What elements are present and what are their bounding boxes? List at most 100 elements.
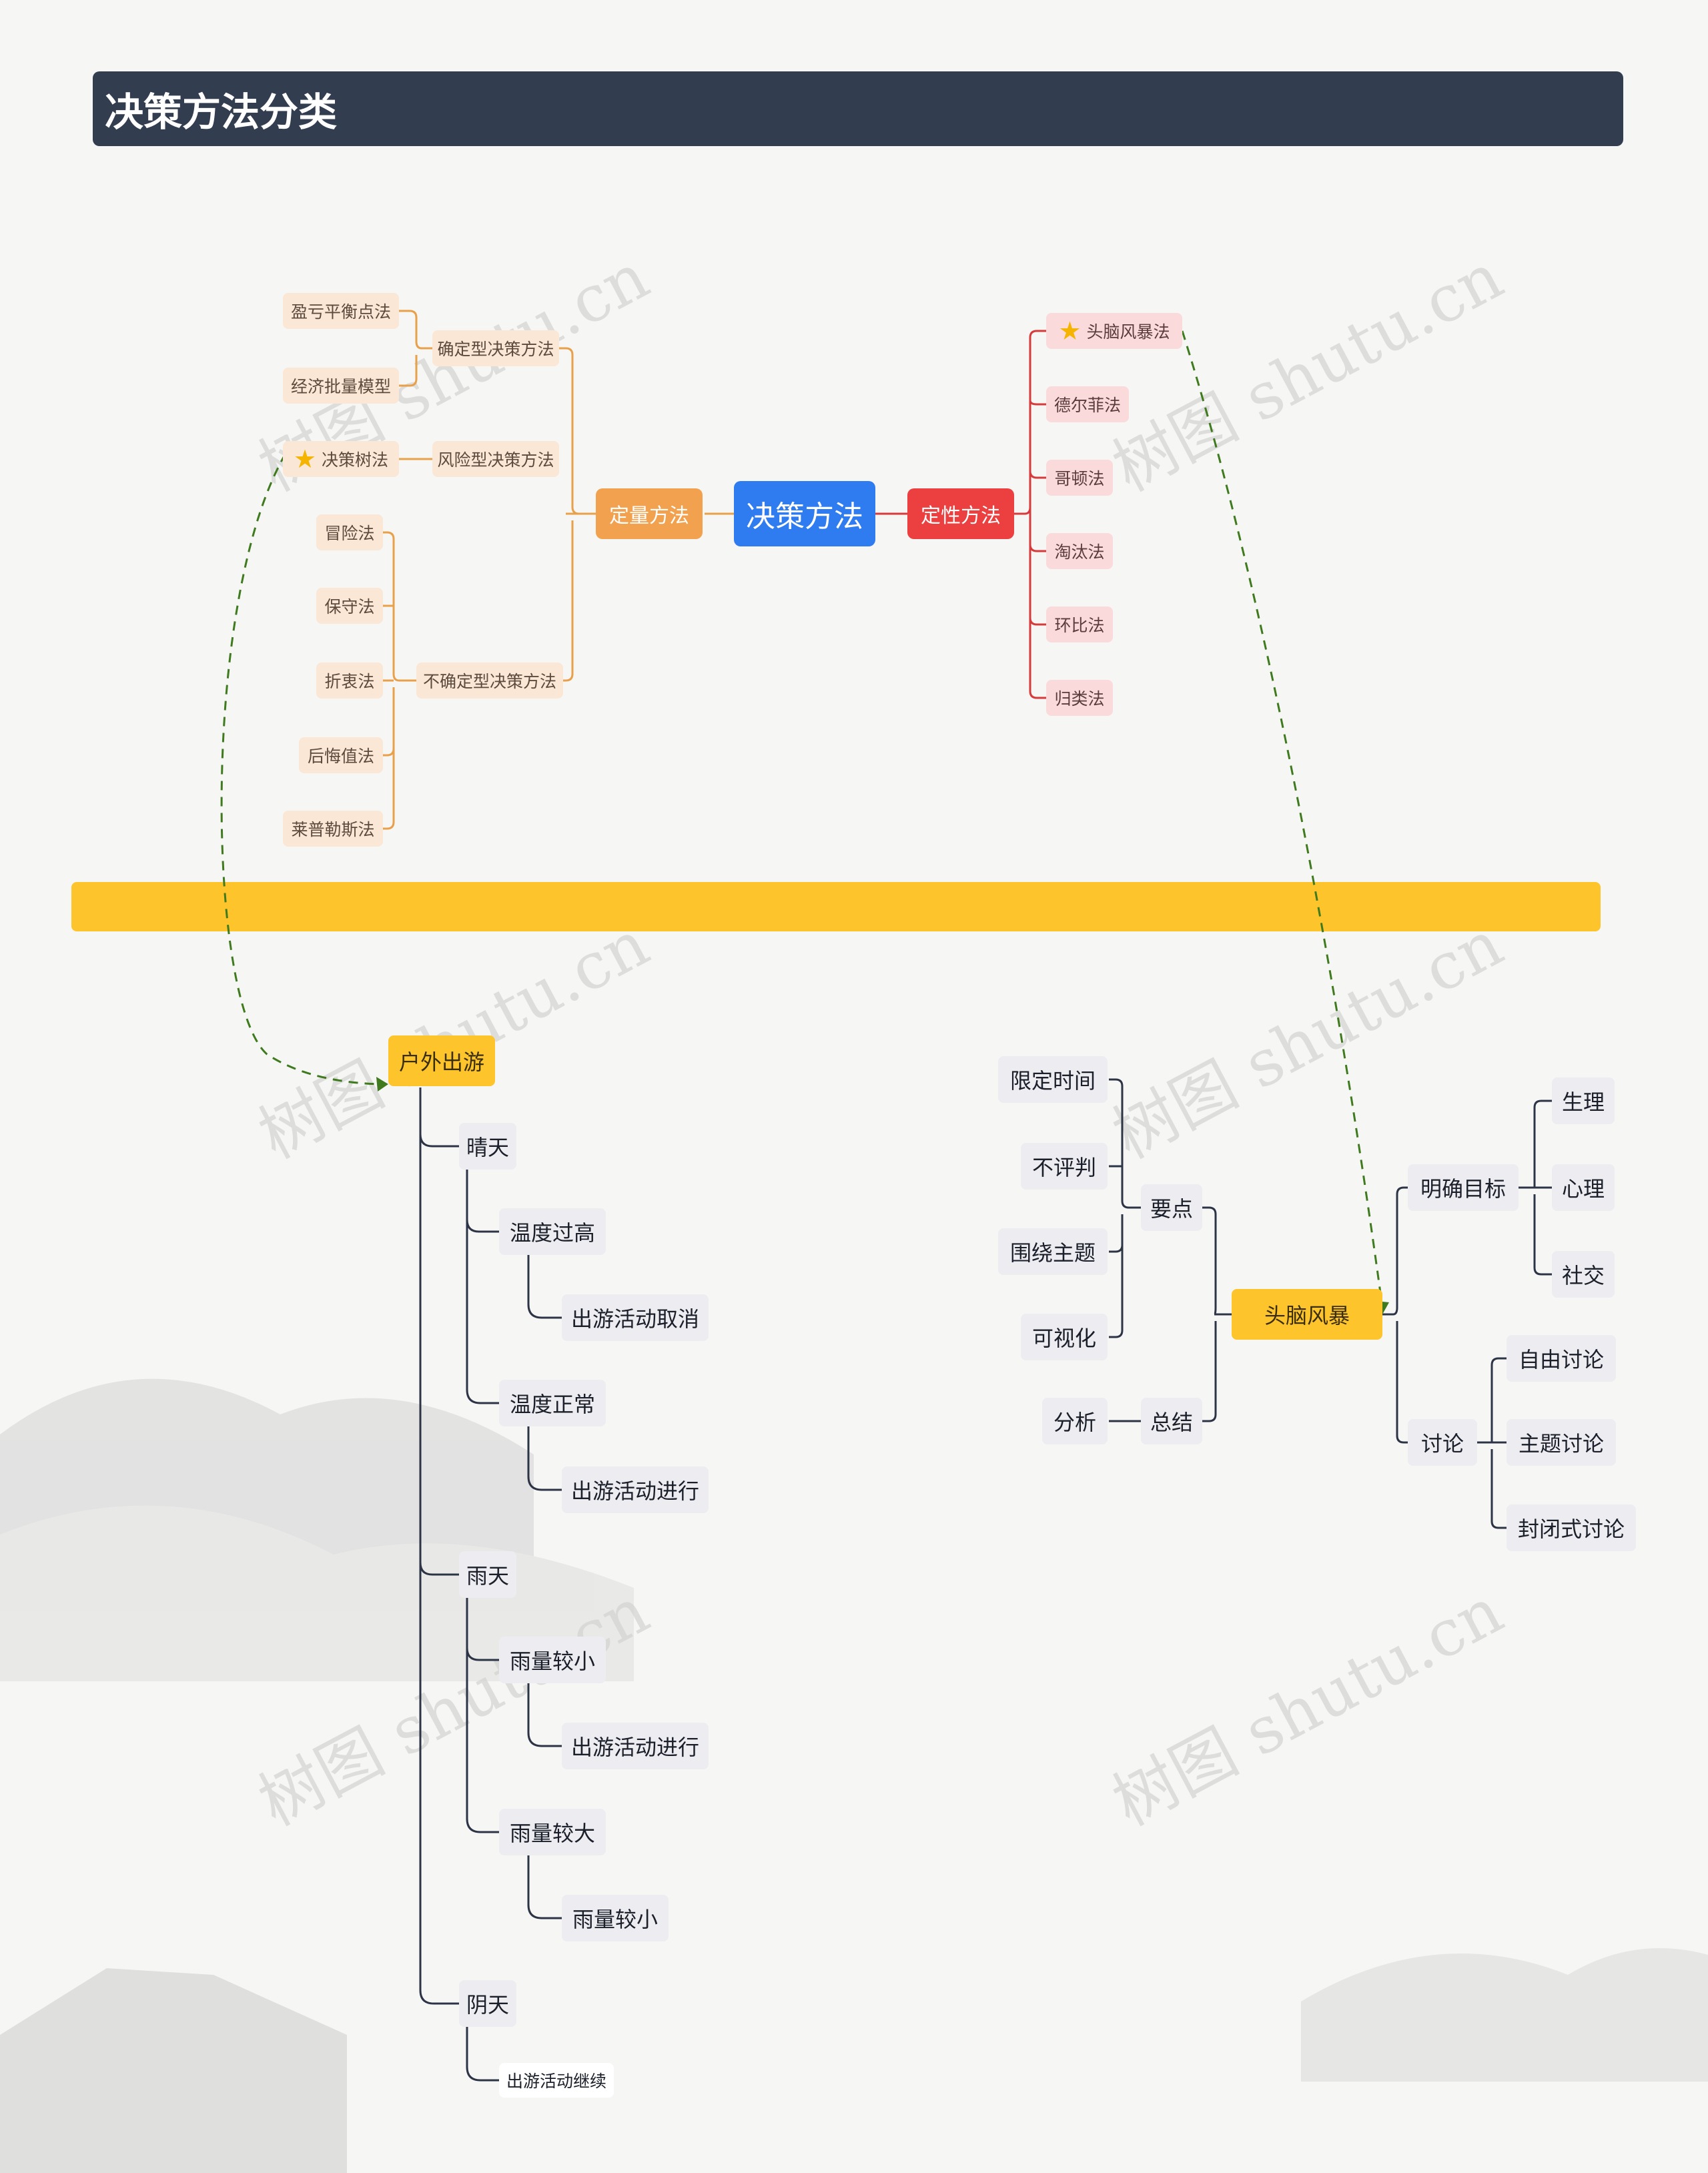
node-label: 出游活动进行 bbox=[571, 1478, 700, 1504]
node-label: 温度过高 bbox=[510, 1220, 596, 1246]
quant-branch-label: 定量方法 bbox=[609, 504, 689, 528]
leaf-node[interactable]: 社交 bbox=[1552, 1251, 1615, 1298]
group-node-uncertain[interactable]: 不确定型决策方法 bbox=[416, 663, 563, 699]
node-label: 出游活动继续 bbox=[506, 2072, 607, 2091]
leaf-node[interactable]: 封闭式讨论 bbox=[1507, 1504, 1636, 1551]
condition-node[interactable]: 雨量较小 bbox=[499, 1637, 606, 1683]
leaf-node[interactable]: 后悔值法 bbox=[299, 737, 383, 773]
leaf-node[interactable]: 限定时间 bbox=[998, 1056, 1108, 1103]
leaf-label: 盈亏平衡点法 bbox=[291, 302, 392, 322]
node-label: 雨量较大 bbox=[510, 1821, 596, 1846]
star-icon: ★ bbox=[293, 444, 317, 474]
outdoor-root-node[interactable]: 户外出游 bbox=[388, 1035, 495, 1086]
leaf-label: 莱普勒斯法 bbox=[291, 820, 375, 839]
leaf-node[interactable]: 经济批量模型 bbox=[283, 368, 399, 404]
brainstorm-tree-lines bbox=[1109, 1078, 1552, 1529]
leaf-node[interactable]: 心理 bbox=[1552, 1164, 1615, 1211]
star-icon: ★ bbox=[1058, 316, 1082, 346]
center-node-label: 决策方法 bbox=[746, 500, 863, 534]
outcome-node[interactable]: 出游活动取消 bbox=[562, 1294, 709, 1341]
node-label: 雨量较小 bbox=[572, 1907, 659, 1932]
leaf-node[interactable]: 主题讨论 bbox=[1507, 1419, 1616, 1466]
weather-node-rainy[interactable]: 雨天 bbox=[459, 1551, 516, 1598]
leaf-node[interactable]: 莱普勒斯法 bbox=[283, 811, 383, 847]
leaf-label: 德尔菲法 bbox=[1054, 396, 1122, 415]
quant-branch-lines bbox=[382, 310, 596, 830]
group-node-risk[interactable]: 风险型决策方法 bbox=[432, 441, 559, 477]
node-label: 围绕主题 bbox=[1009, 1240, 1096, 1266]
quant-branch-node[interactable]: 定量方法 bbox=[596, 488, 703, 539]
brainstorm-root-node[interactable]: 头脑风暴 bbox=[1232, 1289, 1382, 1340]
leaf-node[interactable]: 分析 bbox=[1042, 1398, 1108, 1444]
section-divider bbox=[71, 882, 1601, 931]
condition-node[interactable]: 温度正常 bbox=[499, 1380, 606, 1426]
leaf-label: 头脑风暴法 bbox=[1086, 322, 1170, 342]
branch-node-discussion[interactable]: 讨论 bbox=[1408, 1419, 1477, 1466]
qual-branch-lines bbox=[1014, 330, 1046, 699]
node-label: 主题讨论 bbox=[1518, 1431, 1604, 1456]
leaf-label: 环比法 bbox=[1054, 616, 1105, 635]
qual-branch-node[interactable]: 定性方法 bbox=[907, 488, 1014, 539]
leaf-node[interactable]: 归类法 bbox=[1046, 680, 1113, 716]
outcome-node[interactable]: 雨量较小 bbox=[562, 1895, 669, 1941]
leaf-label: 归类法 bbox=[1054, 689, 1105, 709]
node-label: 社交 bbox=[1562, 1263, 1605, 1288]
root-label: 户外出游 bbox=[399, 1049, 485, 1075]
group-node-deterministic[interactable]: 确定型决策方法 bbox=[432, 330, 559, 366]
node-label: 限定时间 bbox=[1009, 1068, 1096, 1094]
branch-node-goal[interactable]: 明确目标 bbox=[1408, 1164, 1519, 1211]
leaf-label: 冒险法 bbox=[324, 524, 375, 543]
leaf-node[interactable]: 盈亏平衡点法 bbox=[283, 293, 399, 329]
leaf-node[interactable]: 围绕主题 bbox=[998, 1228, 1108, 1275]
group-label: 确定型决策方法 bbox=[437, 340, 554, 359]
branch-node-keypoints[interactable]: 要点 bbox=[1141, 1184, 1202, 1231]
leaf-node-brainstorm[interactable]: ★ 头脑风暴法 bbox=[1046, 313, 1182, 349]
node-label: 分析 bbox=[1053, 1410, 1096, 1435]
node-label: 出游活动进行 bbox=[571, 1735, 700, 1760]
leaf-node[interactable]: 环比法 bbox=[1046, 606, 1113, 642]
leaf-node[interactable]: 生理 bbox=[1552, 1077, 1615, 1124]
leaf-label: 经济批量模型 bbox=[291, 377, 392, 396]
group-label: 不确定型决策方法 bbox=[423, 672, 557, 691]
leaf-node[interactable]: 冒险法 bbox=[316, 514, 383, 550]
node-label: 封闭式讨论 bbox=[1517, 1516, 1625, 1542]
dashed-arrowhead bbox=[376, 1077, 388, 1092]
leaf-label: 决策树法 bbox=[322, 450, 389, 470]
node-label: 不评判 bbox=[1031, 1155, 1096, 1180]
node-label: 出游活动取消 bbox=[571, 1306, 700, 1332]
node-label: 晴天 bbox=[466, 1135, 510, 1160]
condition-node[interactable]: 温度过高 bbox=[499, 1208, 606, 1255]
node-label: 心理 bbox=[1562, 1176, 1605, 1202]
dashed-links bbox=[220, 330, 1384, 1308]
leaf-node[interactable]: 保守法 bbox=[316, 588, 383, 624]
leaf-node[interactable]: 可视化 bbox=[1021, 1314, 1108, 1360]
outcome-node[interactable]: 出游活动继续 bbox=[499, 2063, 614, 2098]
node-label: 总结 bbox=[1150, 1410, 1194, 1435]
outcome-node[interactable]: 出游活动进行 bbox=[562, 1466, 709, 1513]
leaf-node[interactable]: 德尔菲法 bbox=[1046, 386, 1129, 422]
weather-node-cloudy[interactable]: 阴天 bbox=[459, 1980, 516, 2027]
node-label: 讨论 bbox=[1420, 1431, 1464, 1456]
condition-node[interactable]: 雨量较大 bbox=[499, 1809, 606, 1855]
node-label: 雨天 bbox=[466, 1563, 510, 1589]
branch-node-summary[interactable]: 总结 bbox=[1141, 1398, 1202, 1444]
leaf-node[interactable]: 折衷法 bbox=[316, 663, 383, 699]
leaf-node-decision-tree[interactable]: ★ 决策树法 bbox=[283, 441, 399, 477]
outcome-node[interactable]: 出游活动进行 bbox=[562, 1723, 709, 1769]
leaf-node[interactable]: 不评判 bbox=[1021, 1143, 1108, 1190]
page-title: 决策方法分类 bbox=[105, 89, 338, 135]
leaf-label: 后悔值法 bbox=[307, 747, 374, 766]
node-label: 温度正常 bbox=[510, 1392, 596, 1417]
leaf-node[interactable]: 自由讨论 bbox=[1507, 1335, 1616, 1382]
center-node[interactable]: 决策方法 bbox=[734, 481, 875, 546]
outdoor-tree-lines bbox=[419, 1088, 562, 2082]
leaf-label: 哥顿法 bbox=[1054, 469, 1105, 488]
leaf-node[interactable]: 淘汰法 bbox=[1046, 533, 1113, 569]
leaf-label: 保守法 bbox=[324, 597, 375, 616]
weather-node-sunny[interactable]: 晴天 bbox=[459, 1123, 516, 1170]
node-label: 生理 bbox=[1562, 1090, 1605, 1115]
leaf-label: 折衷法 bbox=[324, 672, 375, 691]
node-label: 明确目标 bbox=[1420, 1176, 1506, 1202]
leaf-node[interactable]: 哥顿法 bbox=[1046, 460, 1113, 496]
